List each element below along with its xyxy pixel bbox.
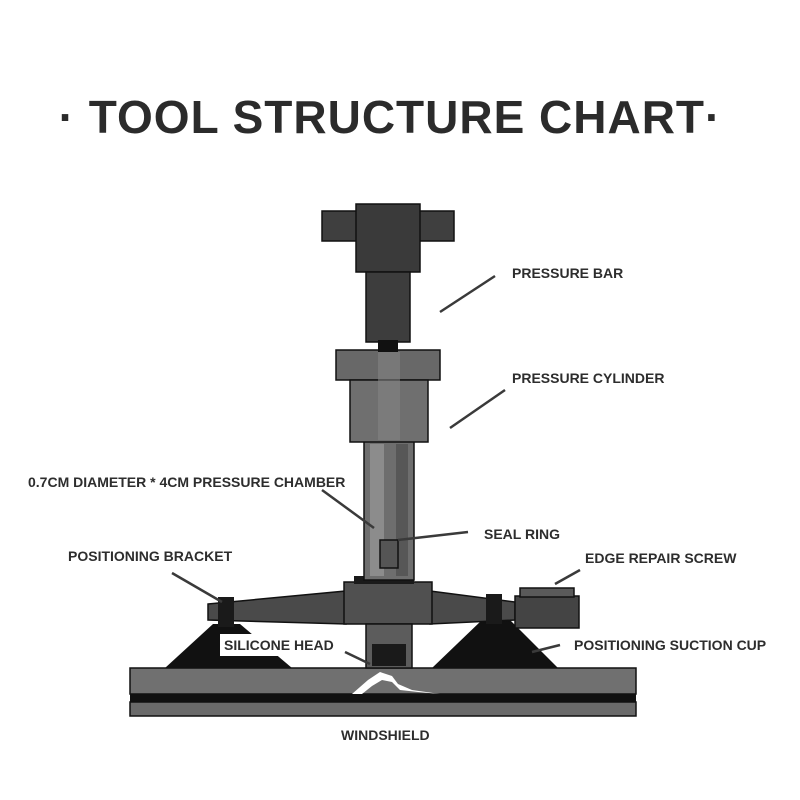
leader-positioning-bracket — [171, 571, 223, 604]
label-pressure-bar: PRESSURE BAR — [512, 265, 623, 281]
label-windshield: WINDSHIELD — [341, 727, 430, 743]
label-positioning-suction-cup: POSITIONING SUCTION CUP — [574, 637, 766, 653]
silicone-head-assembly — [365, 623, 413, 669]
leader-pressure-cylinder — [449, 388, 506, 430]
label-pressure-cylinder: PRESSURE CYLINDER — [512, 370, 664, 386]
edge-repair-screw — [514, 587, 580, 629]
label-bg-silicone-head — [220, 634, 344, 656]
leader-edge-repair-screw — [554, 568, 581, 586]
leader-pressure-chamber — [321, 488, 375, 530]
chart-title: · TOOL STRUCTURE CHART· — [58, 91, 722, 143]
windshield — [129, 667, 637, 717]
leader-pressure-bar — [439, 274, 496, 314]
windshield-crack — [352, 672, 440, 694]
pressure-chamber — [363, 439, 415, 581]
leader-suction-cup — [531, 643, 561, 654]
right-suction-cup — [432, 620, 558, 668]
label-positioning-bracket: POSITIONING BRACKET — [68, 548, 233, 564]
leader-seal-ring — [397, 530, 469, 542]
leader-silicone-head — [344, 650, 371, 666]
label-silicone-head: SILICONE HEAD — [224, 637, 334, 653]
label-seal-ring: SEAL RING — [484, 526, 560, 542]
pressure-bar — [321, 203, 455, 352]
positioning-bracket — [207, 576, 516, 627]
pressure-cylinder — [335, 349, 441, 443]
label-edge-repair-screw: EDGE REPAIR SCREW — [585, 550, 737, 566]
label-pressure-chamber: 0.7CM DIAMETER * 4CM PRESSURE CHAMBER — [28, 474, 345, 490]
